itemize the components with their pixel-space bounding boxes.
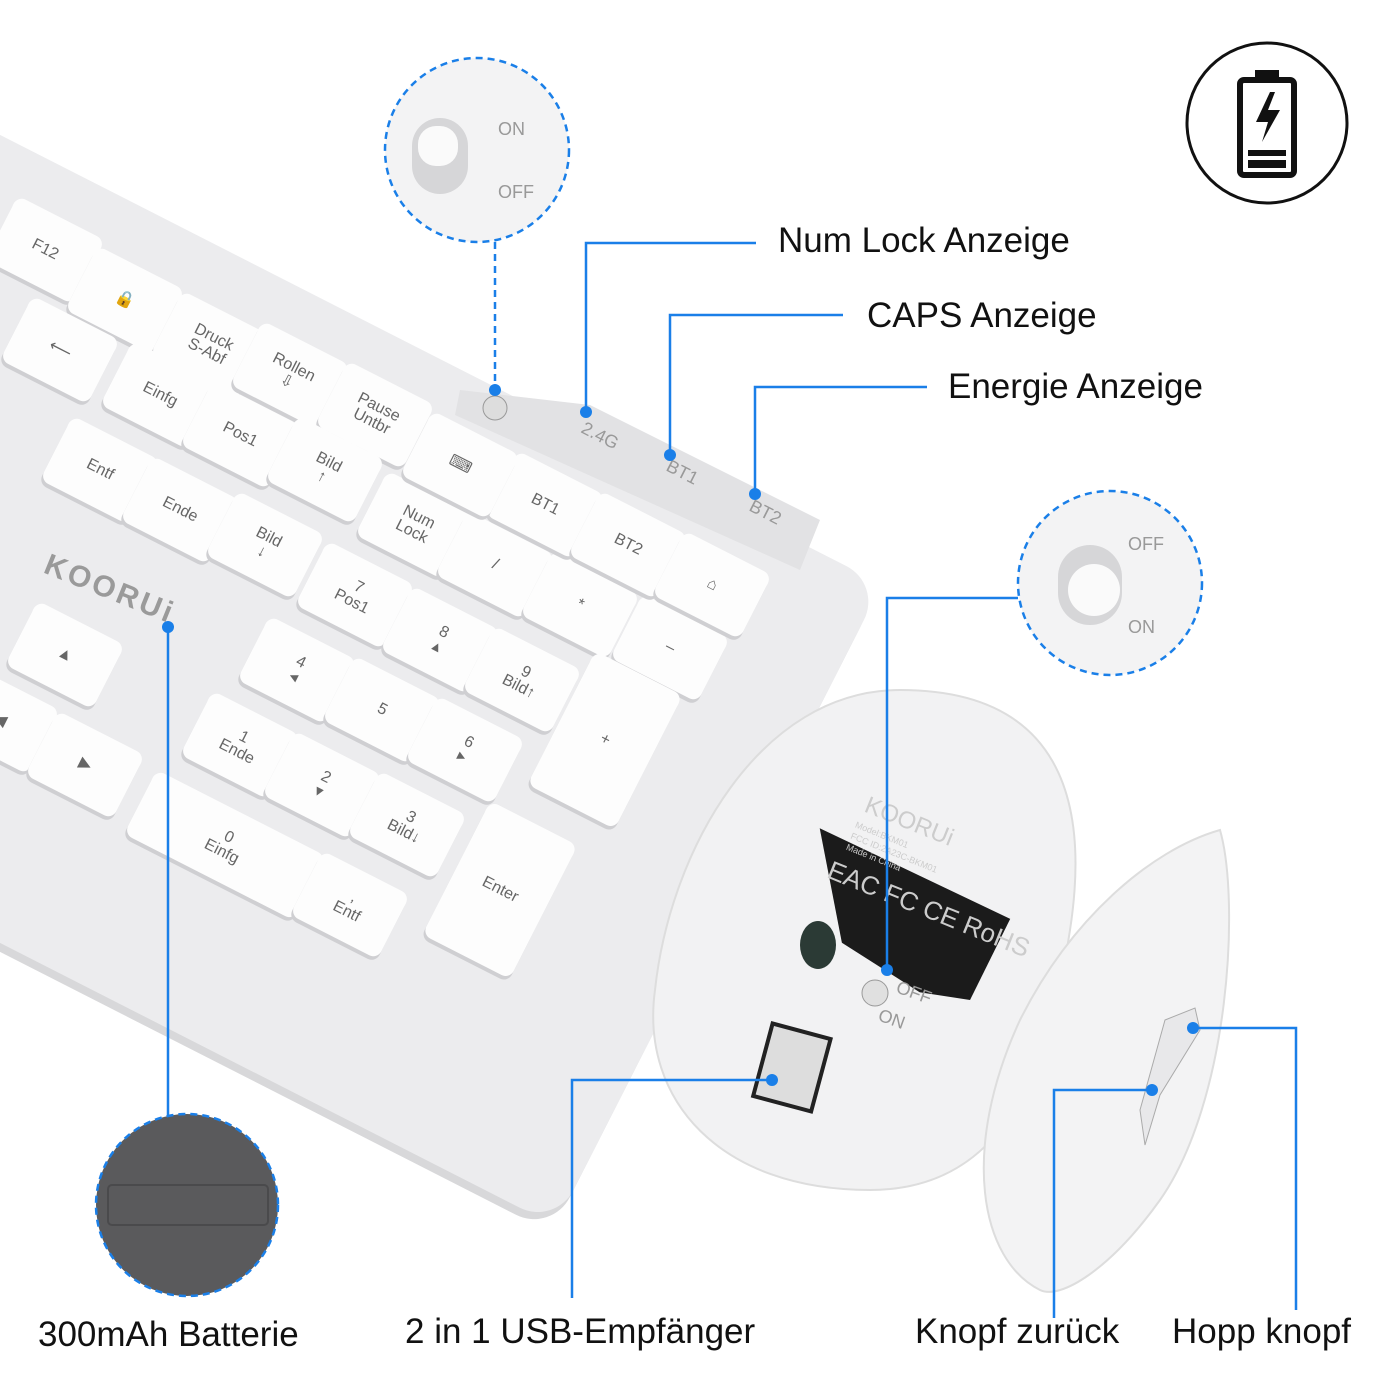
mouse-side	[982, 828, 1231, 1293]
battery-icon-circle	[1185, 41, 1349, 205]
callout-zurueck: Knopf zurück	[915, 1312, 1120, 1351]
switch-zoom-circle	[383, 56, 571, 244]
callout-num-lock: Num Lock Anzeige	[778, 221, 1070, 260]
mouse-label-plate	[819, 828, 1011, 1000]
callout-hopp: Hopp knopf	[1172, 1312, 1352, 1351]
svg-text:OFF: OFF	[1128, 534, 1164, 554]
switch-on-label: ON	[498, 119, 525, 139]
callout-caps: CAPS Anzeige	[867, 296, 1097, 335]
callout-usb: 2 in 1 USB-Empfänger	[405, 1312, 756, 1351]
svg-text:ON: ON	[1128, 617, 1155, 637]
callout-batterie: 300mAh Batterie	[38, 1315, 299, 1354]
callout-energie: Energie Anzeige	[948, 367, 1203, 406]
usb-receiver-slot	[750, 1021, 834, 1114]
battery-cover-disc	[94, 1112, 280, 1298]
indicator-panel	[455, 390, 820, 570]
switch-off-label: OFF	[498, 182, 534, 202]
battery-charging-icon	[1237, 70, 1297, 178]
